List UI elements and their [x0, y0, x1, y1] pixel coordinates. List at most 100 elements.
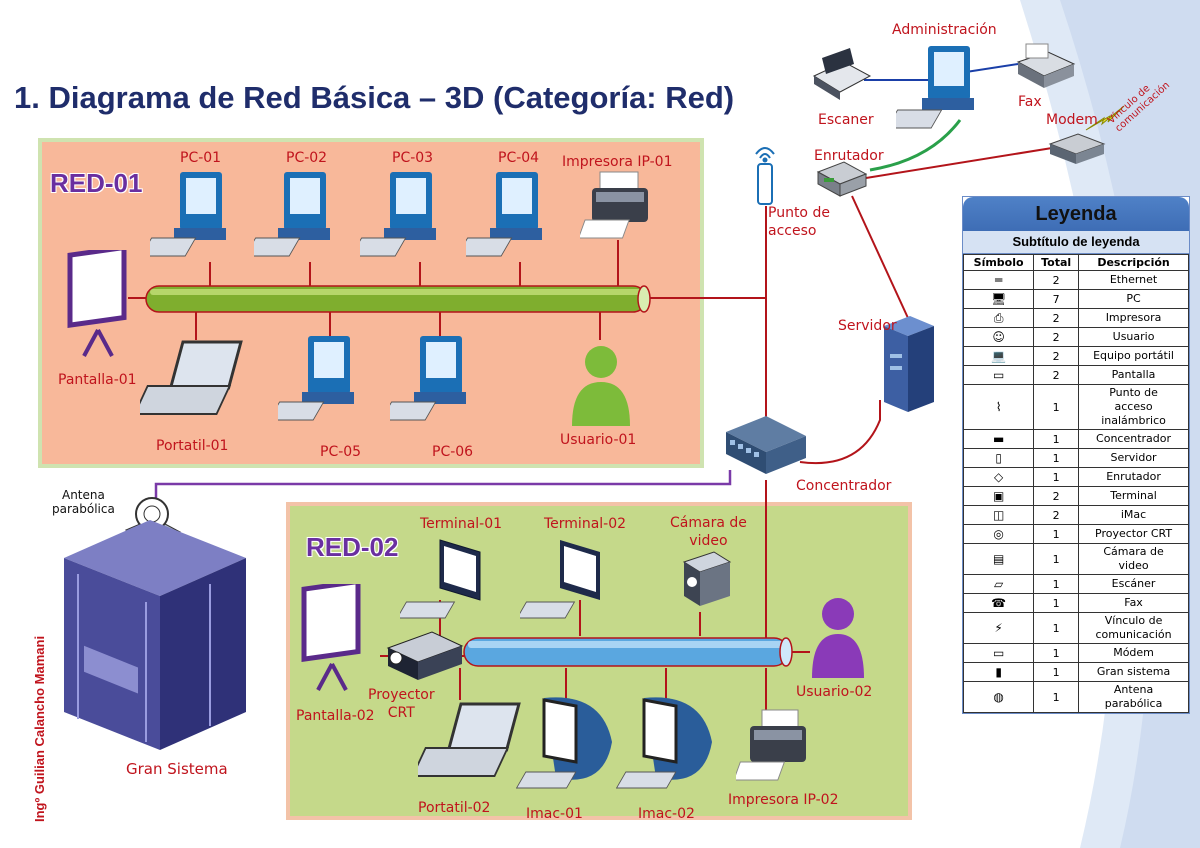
pc-04-label: PC-04 — [498, 150, 540, 166]
admin-label: Administración — [892, 22, 997, 38]
legend-subtitle: Subtítulo de leyenda — [963, 231, 1189, 254]
pc-icon: 🖥 — [962, 289, 1035, 309]
printer-02-icon — [736, 709, 806, 781]
satellite-dish-icon: ◍ — [962, 681, 1035, 713]
legend-total: 1 — [1033, 448, 1080, 468]
legend-total: 1 — [1033, 543, 1080, 575]
imac-01-icon — [516, 697, 612, 789]
video-camera-label: Cámara de video — [670, 515, 747, 549]
laptop-icon: 💻 — [962, 346, 1035, 366]
legend-description: Vínculo de comunicación — [1078, 612, 1189, 644]
video-camera-icon — [682, 551, 732, 606]
legend-total: 1 — [1033, 524, 1080, 544]
crt-projector-icon: ◎ — [962, 524, 1035, 544]
satellite-dish-label: Antena parabólica — [52, 488, 115, 516]
mainframe-icon — [64, 520, 246, 750]
mainframe-icon: ▮ — [962, 662, 1035, 682]
router-label: Enrutador — [814, 148, 884, 164]
printer-01-icon — [580, 171, 648, 239]
pc-03-icon — [360, 172, 436, 257]
red-01-label: RED-01 — [50, 168, 143, 198]
legend-description: Impresora — [1078, 308, 1189, 328]
legend-description: PC — [1078, 289, 1189, 309]
user-01-icon — [572, 346, 630, 426]
pc-01-label: PC-01 — [180, 150, 222, 166]
legend-description: Gran sistema — [1078, 662, 1189, 682]
laptop-01-label: Portatil-01 — [156, 438, 229, 454]
fax-icon — [1016, 43, 1076, 88]
mainframe-label: Gran Sistema — [126, 760, 228, 778]
legend-description: Enrutador — [1078, 467, 1189, 487]
user-icon: ☺ — [962, 327, 1035, 347]
terminal-icon: ▣ — [962, 486, 1035, 506]
wireless-ap-icon: ⌇ — [962, 384, 1035, 430]
legend-total: 1 — [1033, 681, 1080, 713]
server-icon: ▯ — [962, 448, 1035, 468]
router-icon — [816, 161, 868, 197]
pc-02-icon — [254, 172, 330, 257]
legend-header-description: Descripción — [1078, 254, 1189, 271]
imac-02-label: Imac-02 — [638, 806, 695, 822]
scanner-icon — [812, 48, 872, 100]
screen-icon: ▭ — [962, 365, 1035, 385]
legend-total: 1 — [1033, 612, 1080, 644]
legend-total: 2 — [1033, 270, 1080, 290]
user-01-label: Usuario-01 — [560, 432, 637, 448]
red-02-label: RED-02 — [306, 532, 399, 562]
legend-title: Leyenda — [963, 197, 1189, 231]
screen-02-icon — [301, 584, 361, 691]
imac-02-icon — [616, 697, 712, 789]
user-02-icon — [812, 598, 864, 678]
laptop-02-label: Portatil-02 — [418, 800, 491, 816]
legend-total: 1 — [1033, 384, 1080, 430]
legend-description: iMac — [1078, 505, 1189, 525]
crt-projector-icon — [386, 631, 464, 680]
legend-total: 1 — [1033, 593, 1080, 613]
user-02-label: Usuario-02 — [796, 684, 873, 700]
modem-icon: ▭ — [962, 643, 1035, 663]
scanner-label: Escaner — [818, 112, 874, 128]
legend-total: 1 — [1033, 467, 1080, 487]
printer-02-label: Impresora IP-02 — [728, 792, 839, 808]
terminal-01-label: Terminal-01 — [420, 516, 503, 532]
imac-icon: ◫ — [962, 505, 1035, 525]
imac-01-label: Imac-01 — [526, 806, 583, 822]
pc-05-label: PC-05 — [320, 444, 362, 460]
pc-02-label: PC-02 — [286, 150, 328, 166]
legend-total: 1 — [1033, 662, 1080, 682]
screen-01-icon — [67, 250, 127, 357]
pc-06-icon — [390, 336, 466, 421]
pc-05-icon — [278, 336, 354, 421]
terminal-01-icon — [400, 539, 481, 619]
page-title: 1. Diagrama de Red Básica – 3D (Categorí… — [14, 80, 735, 115]
legend-total: 2 — [1033, 327, 1080, 347]
comm-link-icon — [1085, 105, 1125, 131]
access-point-label: Punto de acceso — [768, 205, 830, 239]
hub-label: Concentrador — [796, 478, 892, 494]
screen-01-label: Pantalla-01 — [58, 372, 137, 388]
legend-description: Escáner — [1078, 574, 1189, 594]
access-point-icon — [755, 147, 775, 205]
legend-description: Usuario — [1078, 327, 1189, 347]
router-icon: ◇ — [962, 467, 1035, 487]
legend-description: Proyector CRT — [1078, 524, 1189, 544]
legend-total: 2 — [1033, 346, 1080, 366]
legend-header-total: Total — [1033, 254, 1080, 271]
legend-description: Pantalla — [1078, 365, 1189, 385]
legend-total: 2 — [1033, 486, 1080, 506]
server-label: Servidor — [838, 318, 897, 334]
